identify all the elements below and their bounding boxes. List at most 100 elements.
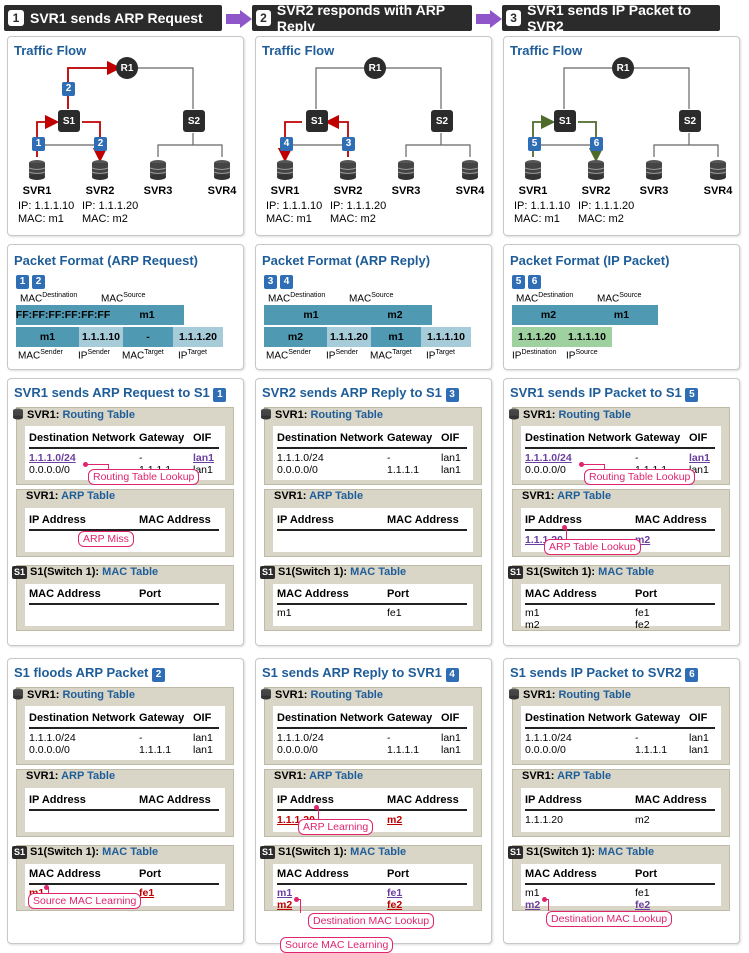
arp-table-label: SVR1: ARP Table	[274, 770, 363, 782]
flow-step-badge: 1	[32, 137, 45, 151]
header-rule	[29, 809, 219, 811]
table-name: Routing Table	[310, 689, 383, 701]
label-sup: Destination	[521, 349, 557, 356]
rt-header-oif: OIF	[193, 432, 212, 444]
server-label: SVR2	[85, 185, 115, 197]
arp-header-mac: MAC Address	[139, 794, 211, 806]
flow-step-badge: 4	[280, 137, 293, 151]
arp-table-lookup-callout: ARP Table Lookup	[544, 539, 641, 555]
source-mac-learning-callout: Source MAC Learning	[280, 937, 394, 953]
callout-line	[316, 807, 318, 808]
arp-row-mac: m2	[387, 814, 403, 826]
database-icon	[260, 408, 272, 420]
table-owner: SVR1:	[522, 490, 555, 502]
routing-table-label: SVR1: Routing Table	[12, 408, 135, 421]
database-icon	[260, 688, 272, 700]
label-base: IP	[326, 350, 336, 362]
table-owner: S1(Switch 1):	[526, 566, 596, 578]
rt-row2-destination: 0.0.0.0/0	[277, 464, 318, 476]
label-sup: Target	[435, 349, 455, 356]
table-owner: SVR1:	[274, 490, 307, 502]
switch-s1: S1	[306, 110, 328, 132]
label-base: MAC	[268, 293, 291, 305]
next-arrow-icon	[476, 10, 502, 28]
callout-line	[46, 887, 48, 888]
label-sup: Destination	[42, 292, 78, 299]
mac-row-port: fe2	[387, 899, 403, 911]
arp-header-ip: IP Address	[29, 794, 86, 806]
step-title: SVR1 sends IP Packet to SVR2	[527, 2, 692, 34]
svr2-ip: IP: 1.1.1.20	[578, 200, 635, 212]
mac-header-port: Port	[635, 868, 657, 880]
step-badge: 1	[213, 388, 227, 402]
table-name: Routing Table	[558, 409, 631, 421]
svr2-mac: MAC: m2	[330, 213, 376, 225]
mac-header-port: Port	[387, 868, 409, 880]
flow-step-badge: 5	[528, 137, 541, 151]
router-r1: R1	[116, 57, 138, 79]
routing-table-label: SVR1: Routing Table	[260, 408, 383, 421]
mac-row-port: fe1	[139, 887, 155, 899]
mac-target-field: -	[123, 327, 173, 347]
mac-row-port: fe1	[635, 607, 650, 619]
rt-row1-gateway: -	[387, 732, 391, 744]
flow-step-badge: 6	[590, 137, 603, 151]
rt-row1-gateway: -	[139, 452, 143, 464]
label-base: MAC	[349, 293, 372, 305]
database-icon	[12, 688, 24, 700]
label-base: MAC	[516, 293, 539, 305]
arp-header-ip: IP Address	[525, 794, 582, 806]
switch-icon: S1	[508, 846, 524, 859]
rt-row1-destination: 1.1.1.0/24	[29, 452, 76, 464]
rt-row2-destination: 0.0.0.0/0	[525, 744, 566, 756]
mac-source-field: m1	[110, 305, 184, 325]
rt-row1-oif: lan1	[193, 452, 215, 464]
rt-row1-destination: 1.1.1.0/24	[29, 732, 76, 744]
routing-table-label: SVR1: Routing Table	[12, 688, 135, 701]
ip-sender-field: 1.1.1.10	[79, 327, 123, 347]
mac-destination-label: MACDestination	[20, 292, 77, 304]
mac-row-address: m1	[525, 887, 540, 899]
step-panel-title: S1 floods ARP Packet 2	[14, 665, 166, 682]
label-base: IP	[78, 350, 88, 362]
mac-row-address: m1	[525, 607, 540, 619]
ip-destination-field: 1.1.1.20	[512, 327, 562, 347]
rt-row1-gateway: -	[635, 452, 639, 464]
server-icon	[149, 159, 167, 181]
step-title: SVR2 responds with ARP Reply	[276, 2, 445, 34]
router-r1: R1	[364, 57, 386, 79]
step-badge: 3	[445, 388, 459, 402]
svr1-mac: MAC: m1	[18, 213, 64, 225]
callout-line	[296, 899, 300, 900]
rt-row1-destination: 1.1.1.0/24	[277, 452, 324, 464]
table-name: ARP Table	[557, 490, 612, 502]
packet-step-badge: 1	[16, 275, 29, 289]
mac-row-address: m2	[525, 899, 541, 911]
mac-destination-field: m2	[512, 305, 585, 325]
label-base: MAC	[370, 350, 393, 362]
packet-step-badge: 6	[528, 275, 541, 289]
step-panel-title: SVR1 sends IP Packet to S1 5	[510, 385, 699, 402]
rt-header-oif: OIF	[689, 432, 708, 444]
label-base: MAC	[597, 293, 620, 305]
rt-row1-oif: lan1	[441, 732, 461, 744]
rt-header-oif: OIF	[689, 712, 708, 724]
step-panel-title: S1 sends IP Packet to SVR2 6	[510, 665, 699, 682]
rt-row1-destination: 1.1.1.0/24	[277, 732, 324, 744]
server-label: SVR1	[22, 185, 52, 197]
header-rule	[525, 727, 715, 729]
mac-header-address: MAC Address	[277, 868, 349, 880]
rt-row2-gateway: 1.1.1.1	[139, 744, 172, 756]
table-owner: S1(Switch 1):	[278, 566, 348, 578]
